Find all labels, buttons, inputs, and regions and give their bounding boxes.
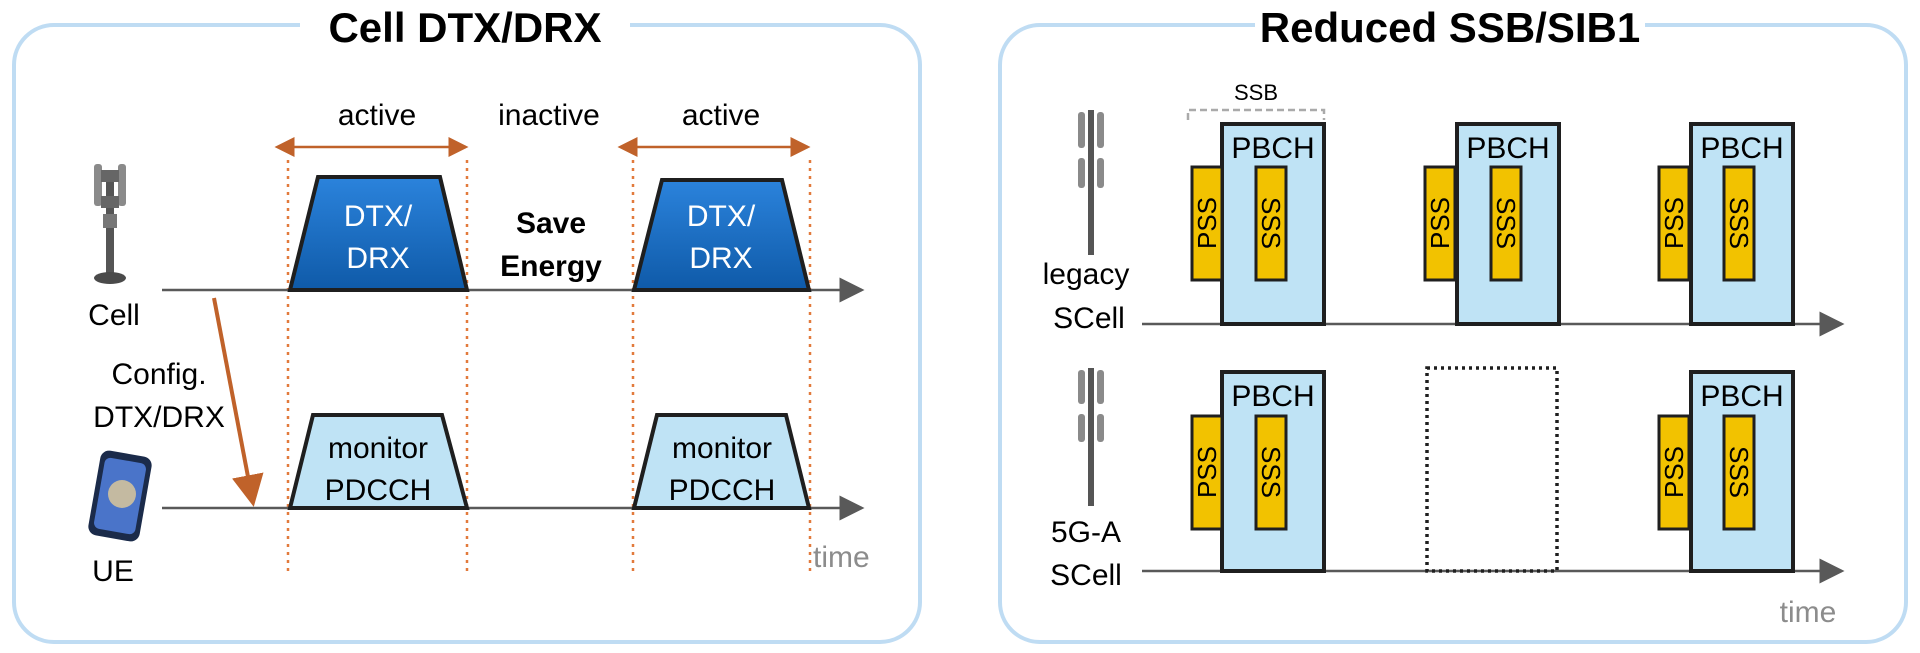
left-panel-title: Cell DTX/DRX (328, 4, 601, 51)
pss-label: PSS (1425, 197, 1455, 249)
right-time-label: time (1780, 596, 1837, 629)
phone-icon (88, 450, 152, 542)
pss-label: PSS (1659, 446, 1689, 498)
cell-label: Cell (88, 299, 140, 332)
omitted-ssb-placeholder (1425, 366, 1559, 573)
sss-block (1254, 414, 1288, 531)
legacy-tower-icon (1078, 110, 1104, 255)
dtx-drx-block-2 (631, 178, 812, 292)
cell-tower-icon (94, 164, 126, 284)
left-time-label: time (813, 541, 870, 574)
inactive-label: inactive (498, 99, 600, 132)
save-energy-line-1: Save (516, 207, 586, 240)
monitor-block-1-top: monitor (328, 432, 428, 465)
pss-block (1657, 414, 1691, 531)
monitor-block-2-top: monitor (672, 432, 772, 465)
monitor-block-2-bottom: PDCCH (669, 474, 776, 507)
sss-block (1489, 165, 1523, 282)
sss-block (1254, 165, 1288, 282)
dtx-drx-block-1-top: DTX/ (344, 200, 413, 233)
pss-block (1657, 165, 1691, 282)
ssb-bracket (1186, 108, 1326, 120)
sss-label: SSS (1491, 197, 1521, 249)
legacy-ssb-1: PBCH PSS SSS (1190, 122, 1326, 326)
dtx-drx-block-2-top: DTX/ (687, 200, 756, 233)
legacy-label-line-1: legacy (1043, 258, 1130, 291)
pss-label: PSS (1192, 446, 1222, 498)
fiveg-label-line-2: SCell (1050, 559, 1122, 592)
pss-label: PSS (1659, 197, 1689, 249)
monitor-pdcch-block-2 (631, 413, 812, 510)
save-energy-line-2: Energy (500, 250, 602, 283)
left-panel-frame (12, 23, 922, 644)
sss-label: SSS (1724, 197, 1754, 249)
pss-label: PSS (1192, 197, 1222, 249)
pbch-label: PBCH (1700, 132, 1783, 165)
legacy-label-line-2: SCell (1053, 302, 1125, 335)
left-panel: Cell DTX/DRX active inactive active Cell… (12, 4, 922, 644)
pss-block (1423, 165, 1457, 282)
pbch-label: PBCH (1231, 132, 1314, 165)
pbch-label: PBCH (1231, 380, 1314, 413)
legacy-ssb-3: PBCH PSS SSS (1657, 122, 1795, 326)
sss-block (1722, 414, 1756, 531)
config-label-line-2: DTX/DRX (93, 401, 225, 434)
sss-label: SSS (1256, 197, 1286, 249)
ue-label: UE (92, 555, 134, 588)
right-panel: Reduced SSB/SIB1 SSB legacy SCell PBCH P… (998, 4, 1908, 644)
sss-label: SSS (1256, 446, 1286, 498)
config-arrow (212, 297, 264, 507)
pbch-label: PBCH (1700, 380, 1783, 413)
pbch-label: PBCH (1466, 132, 1549, 165)
fiveg-tower-icon (1078, 368, 1104, 506)
fiveg-ssb-1: PBCH PSS SSS (1190, 370, 1326, 573)
legacy-ssb-2: PBCH PSS SSS (1423, 122, 1561, 326)
sss-label: SSS (1724, 446, 1754, 498)
monitor-pdcch-block-1 (287, 413, 470, 510)
sss-block (1722, 165, 1756, 282)
active-label-2: active (682, 99, 760, 132)
dtx-drx-block-2-bottom: DRX (689, 242, 752, 275)
fiveg-ssb-3: PBCH PSS SSS (1657, 370, 1795, 573)
config-label-line-1: Config. (111, 358, 206, 391)
pss-block (1190, 414, 1224, 531)
fiveg-label-line-1: 5G-A (1051, 516, 1121, 549)
pss-block (1190, 165, 1224, 282)
right-panel-title: Reduced SSB/SIB1 (1260, 4, 1640, 51)
dtx-drx-block-1 (287, 175, 470, 292)
monitor-block-1-bottom: PDCCH (325, 474, 432, 507)
ssb-label: SSB (1234, 80, 1278, 105)
active-label-1: active (338, 99, 416, 132)
dtx-drx-block-1-bottom: DRX (346, 242, 409, 275)
